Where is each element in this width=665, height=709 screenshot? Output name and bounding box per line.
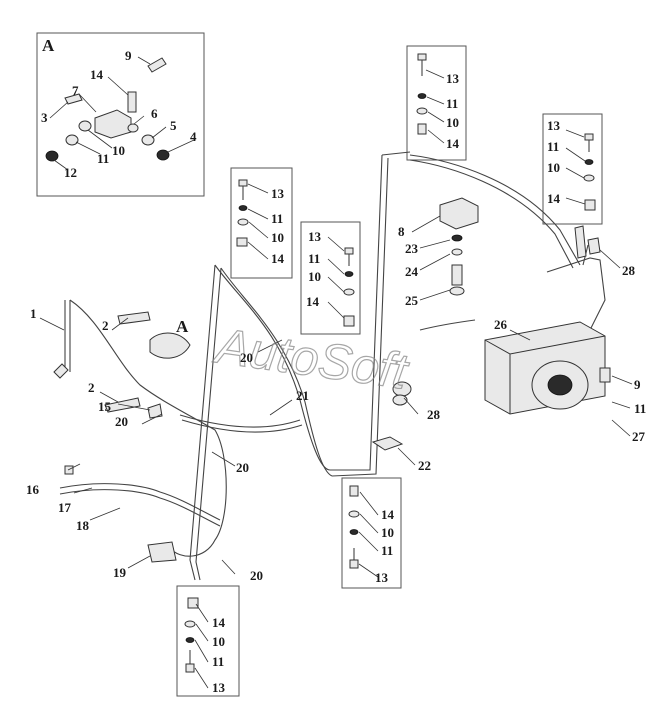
callout-label: 14 [271, 251, 285, 266]
callout-label: 13 [212, 680, 226, 695]
callout-label: 13 [375, 570, 389, 585]
callout-label: 24 [405, 264, 419, 279]
bolt-3 [64, 93, 83, 105]
detail-view-a: A [36, 32, 205, 197]
bolt-9 [147, 57, 167, 73]
callout-label: 22 [418, 458, 431, 473]
nut-12 [45, 150, 59, 162]
valve-A [149, 332, 191, 359]
callout-label: 11 [212, 654, 224, 669]
callout-label: 11 [271, 211, 283, 226]
callout-label: 28 [427, 407, 441, 422]
callout-label: 14 [212, 615, 226, 630]
callout-label: 10 [212, 634, 225, 649]
callout-label: 10 [547, 160, 560, 175]
control-box-8 [439, 197, 479, 296]
callout-label: 11 [97, 151, 109, 166]
callout-label: 11 [446, 96, 458, 111]
fitting-19 [147, 541, 177, 563]
clamp-15 [147, 403, 163, 419]
callout-label: 13 [446, 71, 460, 86]
bracket-plate [127, 91, 137, 113]
callout-label: 15 [98, 399, 112, 414]
callout-label: 9 [634, 377, 641, 392]
callout-label: 3 [41, 110, 48, 125]
clamp-28a [587, 237, 601, 255]
callout-label: 10 [308, 269, 321, 284]
washer-5 [141, 134, 155, 146]
callout-label: 9 [125, 48, 132, 63]
callout-label: 11 [308, 251, 320, 266]
callout-label: 10 [112, 143, 125, 158]
callout-label: 14 [381, 507, 395, 522]
clip-2a [117, 311, 151, 325]
fastener-leaders [194, 69, 586, 689]
callout-label: 14 [90, 67, 104, 82]
callout-label: 4 [190, 129, 197, 144]
fastener-box-bottom-center [341, 477, 402, 589]
callout-label: 25 [405, 293, 419, 308]
callout-label: 10 [271, 230, 284, 245]
callout-label: 8 [398, 224, 405, 239]
callout-label: 13 [308, 229, 322, 244]
fastener-box-center [300, 221, 361, 335]
callout-label: 14 [446, 136, 460, 151]
heater-unit [484, 321, 611, 415]
callout-label: 10 [446, 115, 459, 130]
callout-labels: 9 14 7 3 6 5 4 10 11 12 13 11 10 14 13 1… [26, 48, 646, 695]
callout-label: 20 [236, 460, 249, 475]
washer-11a [65, 134, 79, 146]
callout-label: 10 [381, 525, 394, 540]
callout-label: 20 [250, 568, 263, 583]
callout-label: A [176, 317, 189, 336]
callout-label: 2 [102, 318, 109, 333]
plug-16 [64, 465, 74, 475]
callout-label: 6 [151, 106, 158, 121]
callout-label: 26 [494, 317, 508, 332]
callout-label: 20 [240, 350, 253, 365]
pipe-routing [59, 151, 606, 581]
fastener-box-bottom-left [176, 585, 240, 697]
nut-10a [78, 120, 92, 132]
misc-parts [53, 225, 601, 563]
callout-label: 19 [113, 565, 127, 580]
callout-label: 16 [26, 482, 40, 497]
callout-label: 7 [72, 83, 79, 98]
callout-label: 23 [405, 241, 419, 256]
callout-label: 2 [88, 380, 95, 395]
washer-6 [127, 123, 139, 133]
callout-label: 13 [547, 118, 561, 133]
callout-label: 11 [547, 139, 559, 154]
callout-label: 12 [64, 165, 77, 180]
callout-label: 21 [296, 388, 309, 403]
callout-label: 18 [76, 518, 90, 533]
callout-label: 17 [58, 500, 72, 515]
bracket [94, 109, 132, 139]
callout-label: 27 [632, 429, 646, 444]
callout-label: 5 [170, 118, 177, 133]
callout-label: 14 [306, 294, 320, 309]
callout-label: 1 [30, 306, 37, 321]
callout-label: 11 [381, 543, 393, 558]
nut-4 [156, 149, 170, 161]
callout-label: 20 [115, 414, 128, 429]
callout-label: 28 [622, 263, 636, 278]
leader-lines [39, 215, 633, 575]
filter-22 [371, 436, 404, 451]
tip-1 [53, 363, 69, 379]
callout-label: 13 [271, 186, 285, 201]
fastener-box-center-left [230, 167, 293, 279]
callout-label: 11 [634, 401, 646, 416]
detail-frame [36, 32, 205, 197]
callout-label: 14 [547, 191, 561, 206]
detail-letter: A [42, 36, 55, 55]
